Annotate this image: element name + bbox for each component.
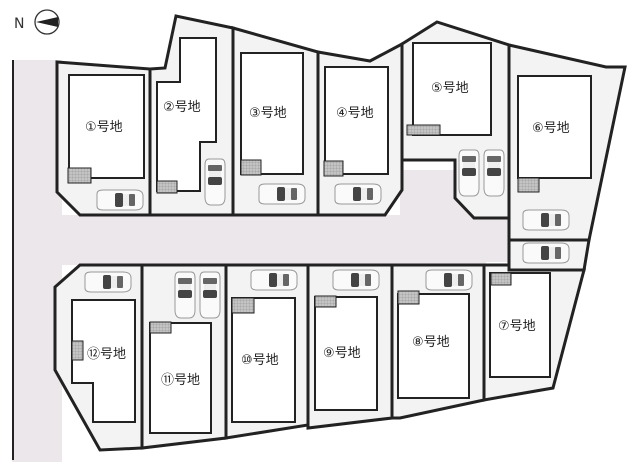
lot-label: ⑧号地 [412,335,450,350]
lot-label: ⑥号地 [532,121,570,136]
lot-11[interactable]: ⑪号地 [140,263,228,450]
lot-4[interactable]: ④号地 [316,41,404,217]
lot-3[interactable]: ③号地 [231,26,320,217]
lot-12[interactable]: ⑫号地 [53,263,144,452]
lot-10[interactable]: ⑩号地 [224,263,310,440]
lot-label: ⑩号地 [241,353,279,368]
lot-label: ⑪号地 [161,373,200,388]
lot-label: ①号地 [85,120,123,135]
lot-7[interactable]: ⑦号地 [482,263,586,402]
lot-2[interactable]: ②号地 [148,14,235,217]
lot-label: ⑫号地 [87,347,126,362]
lot-8[interactable]: ⑧号地 [390,263,486,420]
lot-label: ②号地 [163,100,201,115]
lot-label: ⑦号地 [498,319,536,334]
road-west [12,60,62,462]
lot-6[interactable]: ⑥号地 [507,43,627,242]
lot-5[interactable]: ⑤号地 [400,20,511,220]
lot-9[interactable]: ⑨号地 [306,263,394,430]
lot-label: ④号地 [336,106,374,121]
road-central [58,170,510,265]
lot-label: ⑤号地 [431,81,469,96]
lot-label: ⑨号地 [323,346,361,361]
compass-label: N [14,16,24,32]
lot-1[interactable]: ①号地 [55,60,152,217]
lot-label: ③号地 [249,106,287,121]
north-arrow-icon: N [14,9,60,35]
